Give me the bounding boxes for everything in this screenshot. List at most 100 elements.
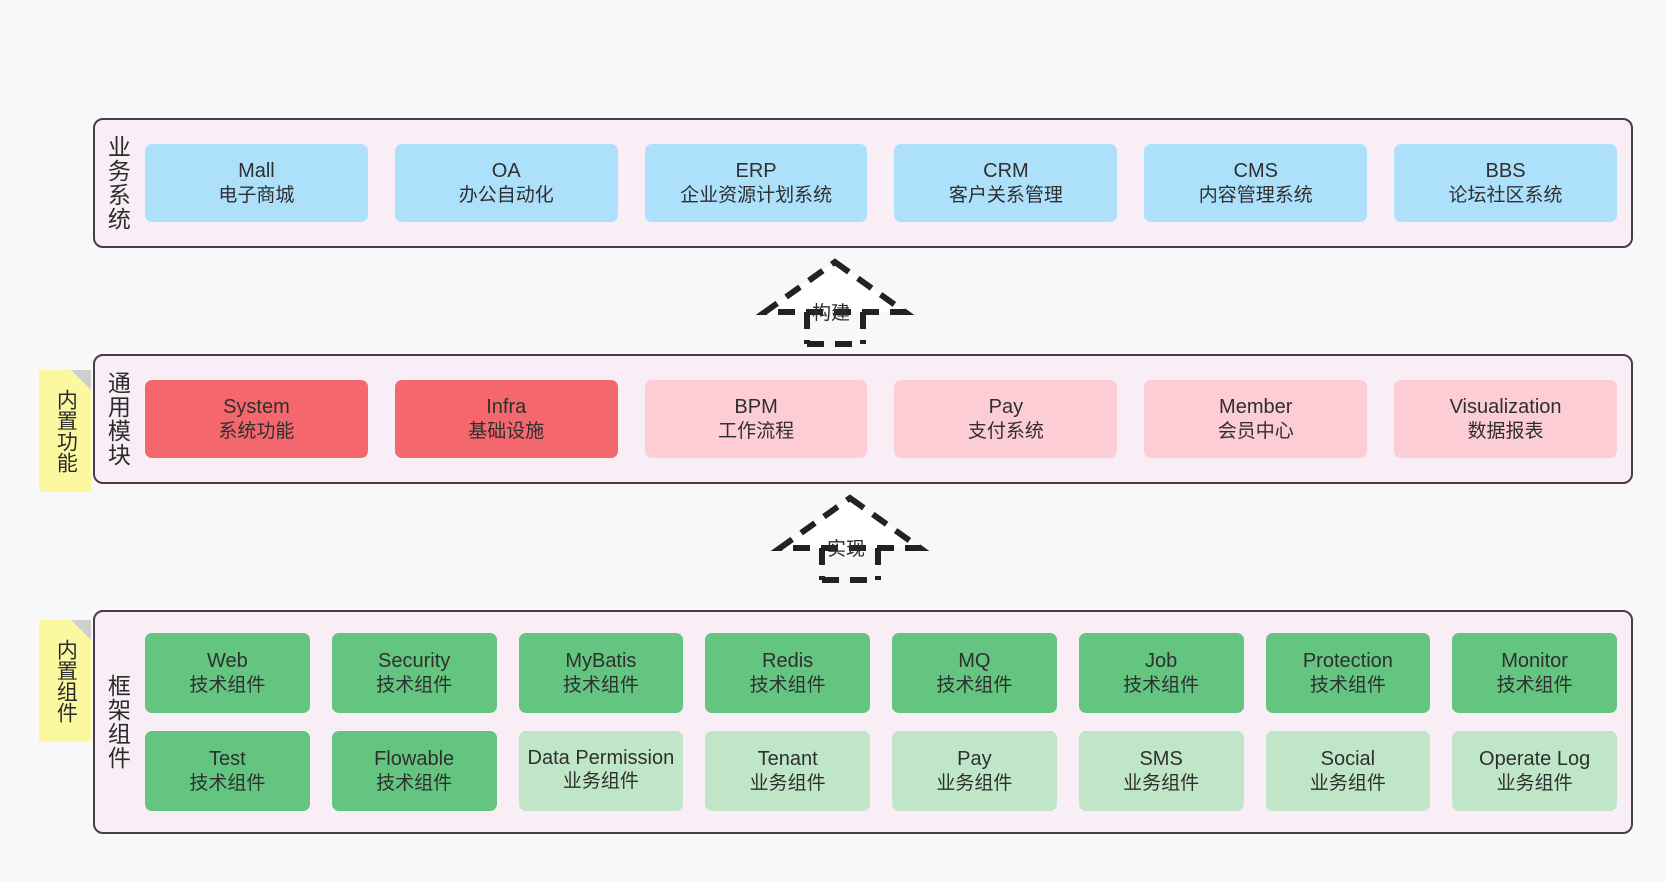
card-subtitle: 办公自动化: [458, 184, 554, 206]
card-title: Data Permission: [527, 747, 675, 770]
card-erp[interactable]: ERP 企业资源计划系统: [644, 144, 868, 222]
card-subtitle: 技术组件: [376, 772, 453, 794]
card-subtitle: 论坛社区系统: [1448, 184, 1563, 206]
card-pay[interactable]: Pay 支付系统: [894, 380, 1118, 458]
card-subtitle: 工作流程: [718, 420, 795, 442]
card-subtitle: 业务组件: [1496, 772, 1573, 794]
card-sms[interactable]: SMS 业务组件: [1078, 731, 1244, 811]
card-title: BPM: [734, 395, 778, 418]
card-title: Monitor: [1501, 649, 1568, 672]
card-subtitle: 技术组件: [562, 674, 639, 696]
card-title: Test: [209, 747, 246, 770]
layer-common-module: 通用模块 System 系统功能 Infra 基础设施 BPM 工作流程 Pay…: [93, 354, 1633, 484]
card-title: Security: [378, 649, 451, 672]
connector-build-arrow: 构建: [755, 258, 915, 348]
card-title: BBS: [1485, 159, 1526, 182]
card-title: OA: [491, 159, 521, 182]
card-subtitle: 业务组件: [1309, 772, 1386, 794]
card-title: MyBatis: [565, 649, 637, 672]
card-row: Test 技术组件 Flowable 技术组件 Data Permission …: [145, 731, 1617, 811]
card-title: CMS: [1233, 159, 1278, 182]
card-subtitle: 会员中心: [1217, 420, 1294, 442]
card-cms[interactable]: CMS 内容管理系统: [1144, 144, 1368, 222]
card-row: Web 技术组件 Security 技术组件 MyBatis 技术组件 Redi…: [145, 633, 1617, 713]
card-title: Tenant: [757, 747, 818, 770]
card-redis[interactable]: Redis 技术组件: [705, 633, 870, 713]
card-monitor[interactable]: Monitor 技术组件: [1452, 633, 1617, 713]
card-title: Visualization: [1449, 395, 1562, 418]
card-subtitle: 技术组件: [376, 674, 453, 696]
card-title: SMS: [1139, 747, 1183, 770]
card-title: Operate Log: [1479, 747, 1591, 770]
card-title: Redis: [762, 649, 814, 672]
card-subtitle: 支付系统: [967, 420, 1044, 442]
layer-body-framework-component: Web 技术组件 Security 技术组件 MyBatis 技术组件 Redi…: [139, 612, 1631, 832]
card-title: System: [223, 395, 290, 418]
card-subtitle: 内容管理系统: [1198, 184, 1313, 206]
card-security[interactable]: Security 技术组件: [331, 633, 497, 713]
card-title: MQ: [958, 649, 991, 672]
card-subtitle: 业务组件: [936, 772, 1013, 794]
card-subtitle: 技术组件: [1309, 674, 1386, 696]
layer-framework-component: 框架组件 Web 技术组件 Security 技术组件 MyBatis 技术组件…: [93, 610, 1633, 834]
card-subtitle: 客户关系管理: [948, 184, 1063, 206]
card-subtitle: 数据报表: [1467, 420, 1544, 442]
card-title: Pay: [988, 395, 1024, 418]
card-mq[interactable]: MQ 技术组件: [892, 633, 1057, 713]
card-title: Infra: [486, 395, 527, 418]
card-operate-log[interactable]: Operate Log 业务组件: [1452, 731, 1617, 811]
card-data-permission[interactable]: Data Permission 业务组件: [518, 731, 684, 811]
card-title: Web: [206, 649, 248, 672]
card-bpm[interactable]: BPM 工作流程: [644, 380, 868, 458]
card-infra[interactable]: Infra 基础设施: [394, 380, 618, 458]
card-system[interactable]: System 系统功能: [145, 380, 368, 458]
card-subtitle: 电子商城: [218, 184, 295, 206]
connector-build-label: 构建: [812, 303, 851, 324]
card-protection[interactable]: Protection 技术组件: [1265, 633, 1431, 713]
sticky-note-builtin-component: 内置组件: [39, 620, 91, 742]
card-title: Job: [1145, 649, 1178, 672]
connector-implement-label: 实现: [827, 539, 866, 560]
card-title: CRM: [983, 159, 1029, 182]
card-subtitle: 技术组件: [936, 674, 1013, 696]
sticky-note-label: 内置功能: [54, 389, 78, 473]
card-job[interactable]: Job 技术组件: [1078, 633, 1244, 713]
card-crm[interactable]: CRM 客户关系管理: [894, 144, 1118, 222]
card-subtitle: 技术组件: [749, 674, 826, 696]
card-row: System 系统功能 Infra 基础设施 BPM 工作流程 Pay 支付系统…: [145, 380, 1617, 458]
card-flowable[interactable]: Flowable 技术组件: [331, 731, 497, 811]
card-title: Protection: [1302, 649, 1393, 672]
note-fold-corner: [71, 370, 91, 390]
card-tenant[interactable]: Tenant 业务组件: [705, 731, 870, 811]
sticky-note-label: 内置组件: [54, 639, 78, 723]
card-title: Social: [1320, 747, 1376, 770]
card-subtitle: 系统功能: [218, 420, 295, 442]
card-mall[interactable]: Mall 电子商城: [145, 144, 368, 222]
card-pay-component[interactable]: Pay 业务组件: [892, 731, 1057, 811]
connector-implement-arrow: 实现: [770, 494, 930, 584]
card-web[interactable]: Web 技术组件: [145, 633, 310, 713]
layer-business-system: 业务系统 Mall 电子商城 OA 办公自动化 ERP 企业资源计划系统 CRM…: [93, 118, 1633, 248]
layer-body-business-system: Mall 电子商城 OA 办公自动化 ERP 企业资源计划系统 CRM 客户关系…: [139, 120, 1631, 246]
card-subtitle: 基础设施: [468, 420, 545, 442]
card-subtitle: 业务组件: [1123, 772, 1200, 794]
card-test[interactable]: Test 技术组件: [145, 731, 310, 811]
layer-title-business-system: 业务系统: [104, 135, 131, 231]
layer-title-framework-component: 框架组件: [104, 674, 131, 770]
card-subtitle: 企业资源计划系统: [680, 184, 833, 206]
card-subtitle: 技术组件: [1123, 674, 1200, 696]
card-title: Pay: [957, 747, 992, 770]
card-row: Mall 电子商城 OA 办公自动化 ERP 企业资源计划系统 CRM 客户关系…: [145, 144, 1617, 222]
card-subtitle: 技术组件: [189, 674, 266, 696]
card-subtitle: 业务组件: [562, 771, 639, 793]
card-social[interactable]: Social 业务组件: [1265, 731, 1431, 811]
note-fold-corner: [71, 620, 91, 640]
card-bbs[interactable]: BBS 论坛社区系统: [1394, 144, 1617, 222]
card-subtitle: 技术组件: [189, 772, 266, 794]
sticky-note-builtin-function: 内置功能: [39, 370, 91, 492]
card-mybatis[interactable]: MyBatis 技术组件: [518, 633, 684, 713]
card-member[interactable]: Member 会员中心: [1144, 380, 1368, 458]
card-visualization[interactable]: Visualization 数据报表: [1394, 380, 1617, 458]
card-oa[interactable]: OA 办公自动化: [394, 144, 618, 222]
